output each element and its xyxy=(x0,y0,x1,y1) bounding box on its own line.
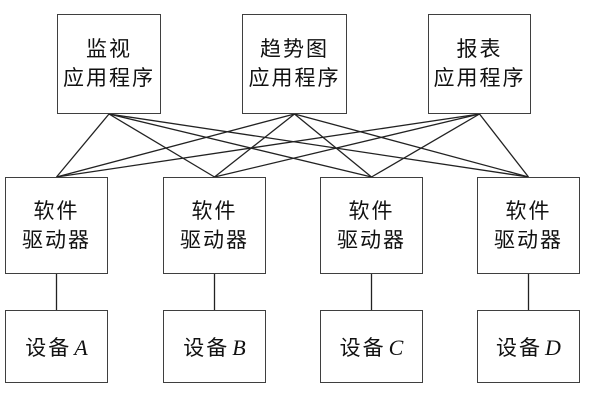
edge-line xyxy=(214,113,480,178)
driver-box-1: 软件 驱动器 xyxy=(5,177,108,274)
app-trend-label-line2: 应用程序 xyxy=(248,66,341,90)
edge-line xyxy=(108,113,215,178)
driver-1-label-line2: 驱动器 xyxy=(22,227,91,252)
edge-line xyxy=(56,113,295,178)
app-monitor-label-line1: 监视 xyxy=(86,37,132,61)
device-a-letter: A xyxy=(74,334,88,360)
driver-2-label-line2: 驱动器 xyxy=(180,227,249,252)
edge-line xyxy=(478,113,530,178)
edge-line xyxy=(108,113,529,178)
edge-line xyxy=(371,113,480,178)
app-trend-label-line1: 趋势图 xyxy=(260,37,329,61)
device-d-letter: D xyxy=(545,334,561,360)
app-box-trend: 趋势图 应用程序 xyxy=(242,14,347,114)
edge-line xyxy=(294,113,529,178)
driver-box-3: 软件 驱动器 xyxy=(320,177,423,274)
edge-line xyxy=(294,113,372,178)
edge-line xyxy=(214,113,295,178)
device-c-letter: C xyxy=(388,334,404,360)
driver-box-4: 软件 驱动器 xyxy=(477,177,580,274)
app-report-label-line1: 报表 xyxy=(456,37,503,61)
driver-2-label-line1: 软件 xyxy=(191,198,238,223)
driver-3-label-line1: 软件 xyxy=(348,198,395,223)
driver-1-label-line1: 软件 xyxy=(33,198,80,223)
app-report-label-line2: 应用程序 xyxy=(433,66,526,90)
driver-4-label-line2: 驱动器 xyxy=(494,227,563,252)
app-monitor-label-line2: 应用程序 xyxy=(63,66,155,90)
driver-box-2: 软件 驱动器 xyxy=(163,177,266,274)
driver-3-label-line2: 驱动器 xyxy=(337,227,406,252)
edge-line xyxy=(56,113,110,178)
device-b-letter: B xyxy=(232,334,246,360)
app-box-report: 报表 应用程序 xyxy=(428,14,531,114)
edge-line xyxy=(56,113,480,178)
driver-4-label-line1: 软件 xyxy=(505,198,552,223)
edge-line xyxy=(108,113,372,178)
app-box-monitor: 监视 应用程序 xyxy=(57,14,161,114)
